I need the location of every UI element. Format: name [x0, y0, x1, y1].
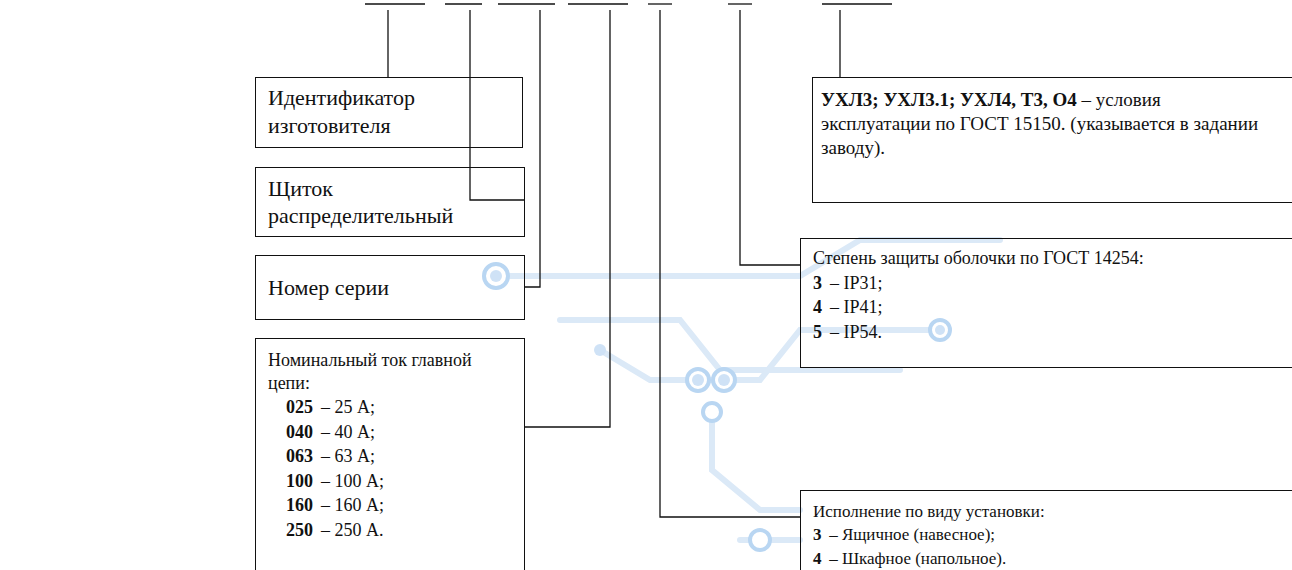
option-value: – 25 А; [321, 397, 375, 417]
panel-type-box: Щиток распределительный [255, 167, 525, 237]
option-code: 100 [286, 471, 313, 491]
option-value: – 100 А; [321, 471, 384, 491]
option-code: 5 [813, 322, 822, 342]
box-label: Щиток распределительный [268, 175, 512, 230]
option-code: 4 [813, 297, 822, 317]
option-value: – Ящичное (навесное); [829, 525, 995, 544]
current-box: Номинальный ток главной цепи:025– 25 А;0… [255, 338, 525, 570]
option-code: 040 [286, 422, 313, 442]
option-row: 5 – IP54. [813, 321, 1269, 344]
box-heading: Степень защиты оболочки по ГОСТ 14254: [813, 247, 1269, 270]
option-code: 063 [286, 446, 313, 466]
option-row: 4 – Шкафное (напольное). [813, 548, 1269, 569]
code-underlines [365, 3, 892, 4]
circuit-traces [505, 240, 1000, 540]
box-heading: Номинальный ток главной цепи: [268, 349, 512, 394]
climate-codes: УХЛ3; УХЛ3.1; УХЛ4, Т3, О4 [821, 89, 1077, 110]
option-row: 025 – 25 А; [268, 396, 512, 419]
option-code: 160 [286, 495, 313, 515]
option-code: 250 [286, 520, 313, 540]
option-value: – IP41; [830, 297, 883, 317]
circuit-dots [490, 270, 945, 386]
installation-box: Исполнение по виду установки: 3 – Ящичное … [800, 490, 1292, 570]
manufacturer-box: Идентификатор изготовителя [255, 77, 523, 148]
protection-box: Степень защиты оболочки по ГОСТ 14254:3–… [800, 238, 1292, 368]
option-row: 063 – 63 А; [268, 445, 512, 468]
option-value: – 63 А; [321, 446, 375, 466]
option-value: – IP54. [830, 322, 882, 342]
box-heading: Исполнение по виду установки: [813, 501, 1269, 522]
option-value: – Шкафное (напольное). [829, 549, 1006, 568]
box-paragraph: УХЛ3; УХЛ3.1; УХЛ4, Т3, О4– условия эксп… [821, 88, 1275, 159]
option-code: 3 [813, 273, 822, 293]
option-row: 040 – 40 А; [268, 421, 512, 444]
option-row: 4 – IP41; [813, 296, 1269, 319]
option-code: 4 [813, 549, 822, 568]
option-row: 3 – IP31; [813, 272, 1269, 295]
option-value: – IP31; [830, 273, 883, 293]
option-value: – 40 А; [321, 422, 375, 442]
option-row: 160 – 160 А; [268, 494, 512, 517]
series-box: Номер серии [255, 255, 525, 320]
box-label: Номер серии [268, 274, 512, 302]
option-value: – 160 А; [321, 495, 384, 515]
option-row: 3 – Ящичное (навесное); [813, 524, 1269, 545]
box-label: Идентификатор изготовителя [268, 84, 510, 139]
climate-box: УХЛ3; УХЛ3.1; УХЛ4, Т3, О4– условия эксп… [812, 77, 1292, 203]
option-value: – 250 А. [321, 520, 384, 540]
option-row: 250 – 250 А. [268, 519, 512, 542]
option-code: 025 [286, 397, 313, 417]
option-code: 3 [813, 525, 822, 544]
option-row: 100 – 100 А; [268, 470, 512, 493]
leader-paths [388, 10, 840, 517]
